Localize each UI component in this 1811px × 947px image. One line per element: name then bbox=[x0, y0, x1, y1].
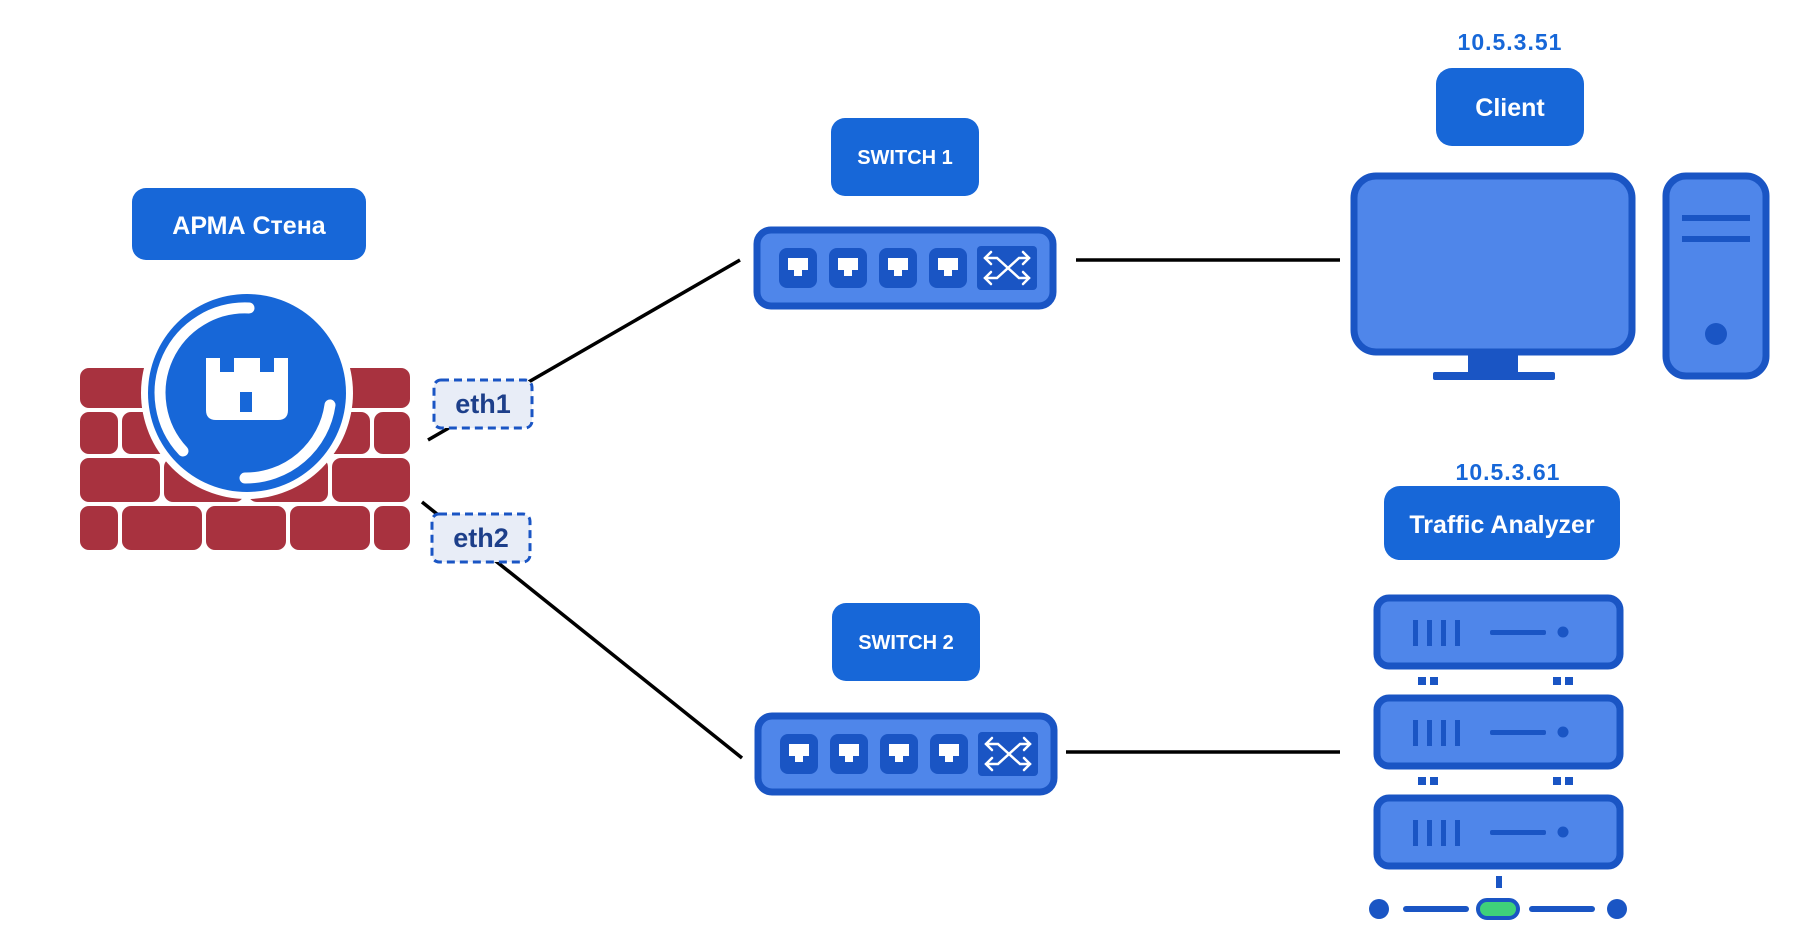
analyzer-ip: 10.5.3.61 bbox=[1456, 459, 1561, 485]
status-led bbox=[1476, 898, 1520, 920]
connection-lines bbox=[420, 258, 1340, 760]
client-label-text: Client bbox=[1475, 94, 1545, 122]
interface-eth1: eth1 bbox=[432, 378, 534, 430]
switch1-label: SWITCH 1 bbox=[831, 118, 979, 196]
interface-eth1-label: eth1 bbox=[455, 389, 511, 419]
interface-eth2-label: eth2 bbox=[453, 523, 509, 553]
castle-tower-icon bbox=[141, 287, 353, 499]
switch1-node: SWITCH 1 bbox=[753, 118, 1057, 310]
switch2-node: SWITCH 2 bbox=[754, 603, 1058, 796]
network-switch-icon bbox=[754, 712, 1058, 796]
analyzer-label: Traffic Analyzer bbox=[1384, 486, 1620, 560]
client-ip: 10.5.3.51 bbox=[1458, 29, 1563, 55]
firewall-label-text: АРМА Стена bbox=[172, 212, 327, 240]
switch2-label-text: SWITCH 2 bbox=[858, 632, 954, 654]
analyzer-label-text: Traffic Analyzer bbox=[1409, 511, 1595, 539]
analyzer-node: 10.5.3.61 Traffic Analyzer bbox=[1369, 459, 1627, 920]
firewall-label: АРМА Стена bbox=[132, 188, 366, 260]
switch2-label: SWITCH 2 bbox=[832, 603, 980, 681]
switch1-label-text: SWITCH 1 bbox=[857, 147, 953, 169]
server-rack-icon bbox=[1369, 594, 1627, 920]
client-node: 10.5.3.51 Client bbox=[1350, 29, 1770, 380]
interface-eth2: eth2 bbox=[430, 512, 532, 564]
client-label: Client bbox=[1436, 68, 1584, 146]
desktop-computer-icon bbox=[1350, 172, 1770, 380]
network-switch-icon bbox=[753, 226, 1057, 310]
firewall-node: АРМА Стена eth1 eth2 bbox=[80, 188, 534, 564]
